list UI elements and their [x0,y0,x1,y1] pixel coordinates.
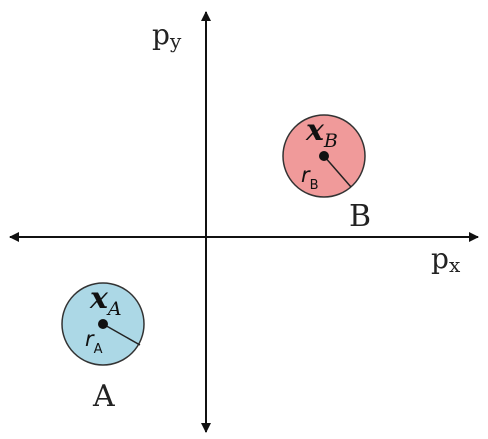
object-a-label: A [92,379,115,414]
x-axis-label: px [431,242,461,277]
x-axis-label-sub: x [449,253,461,277]
object-a-radius-sub: A [94,342,103,357]
object-a: xA rA A [61,281,145,414]
object-b: xB rB B [282,113,371,234]
object-a-radius-main: r [85,327,95,351]
object-b-radius-main: r [301,163,311,187]
y-axis-label-main: p [152,18,170,51]
object-b-label: B [349,199,371,234]
object-b-position-main: x [305,113,325,148]
object-a-position-label: xA [89,281,122,320]
y-axis-label-sub: y [169,29,182,53]
object-b-radius-label: rB [301,163,319,193]
y-axis-label: py [152,18,182,53]
object-a-position-sub: A [106,298,122,320]
object-a-radius-line [102,323,141,346]
object-b-radius-sub: B [310,178,319,193]
object-a-center-dot [98,319,108,329]
x-axis-label-main: p [431,242,449,275]
object-b-position-label: xB [305,113,338,152]
object-b-center-dot [319,151,329,161]
object-b-position-sub: B [323,130,338,152]
object-b-radius-line [323,155,352,188]
object-a-position-main: x [89,281,109,316]
object-a-radius-label: rA [85,327,103,357]
